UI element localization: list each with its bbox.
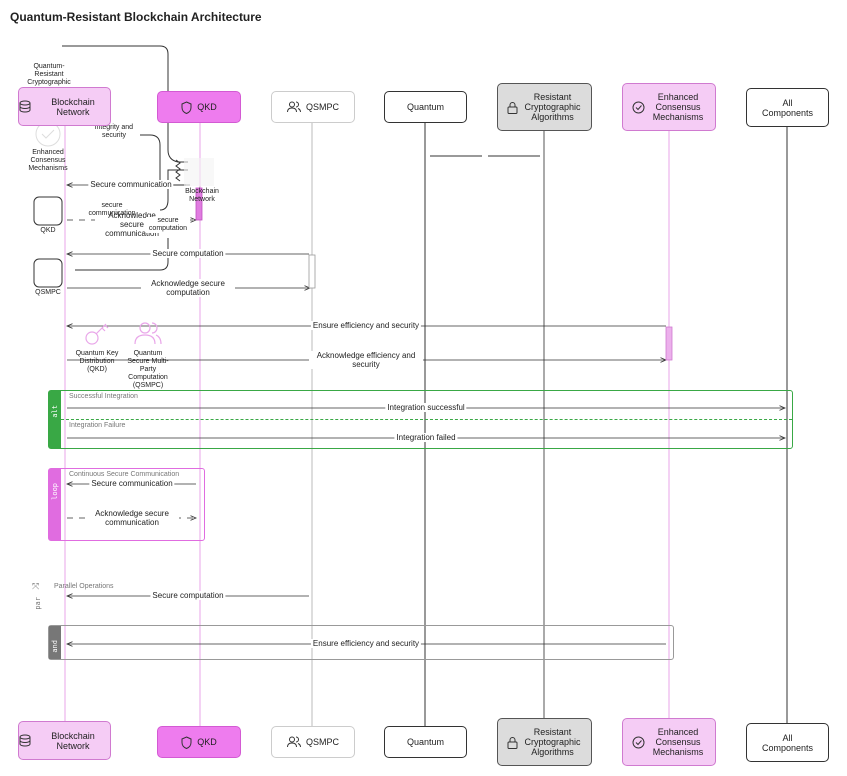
alt-tag: alt: [51, 405, 59, 418]
database-icon: [19, 734, 31, 747]
loop-frame: loop Continuous Secure Communication: [48, 468, 205, 541]
participant-rca-top[interactable]: Resistant Cryptographic Algorithms: [497, 83, 592, 131]
qkd-small-label: QKD: [40, 227, 56, 234]
qkd-square: [33, 196, 63, 226]
users-icon: [286, 736, 301, 748]
alt-success-label: Successful Integration: [69, 393, 138, 400]
qsmpc-small-label: QSMPC: [35, 289, 61, 296]
qsmpc-square: [33, 258, 63, 288]
ecm-small-label: Enhanced Consensus Mechanisms: [28, 149, 68, 172]
participant-quantum-top[interactable]: Quantum: [384, 91, 467, 123]
loop-tag: loop: [51, 483, 59, 500]
message-label: Acknowledge secure communication: [95, 211, 169, 238]
par-icon: ⤧: [32, 581, 40, 591]
alt-divider: [61, 419, 792, 420]
lock-icon: [507, 101, 517, 114]
message-label: Integration failed: [394, 433, 458, 442]
integrity-label: integrity and security: [88, 124, 140, 140]
overlay-path: [159, 169, 188, 211]
qsmpc-full-label: Quantum Secure Multi-Party Computation (…: [127, 350, 169, 389]
check-circle-icon: [632, 736, 645, 748]
message-label: Secure computation: [150, 249, 226, 258]
message-label: Acknowledge secure computation: [141, 279, 235, 297]
participant-qkd-top[interactable]: QKD: [157, 91, 241, 123]
alt-frame: alt Successful Integration Integration F…: [48, 390, 793, 449]
participant-qkd-bottom[interactable]: QKD: [157, 726, 241, 758]
participant-ecm-top[interactable]: Enhanced Consensus Mechanisms: [622, 83, 716, 131]
users-icon: [286, 101, 301, 113]
par-tag: par: [34, 597, 42, 610]
loop-title: Continuous Secure Communication: [69, 471, 180, 478]
message-label: Acknowledge efficiency and security: [309, 351, 423, 369]
lock-icon: [507, 736, 517, 749]
overlay-path: [75, 225, 169, 271]
par-title: Parallel Operations: [54, 583, 114, 590]
message-label: Secure computation: [150, 591, 226, 600]
participant-quantum-bottom[interactable]: Quantum: [384, 726, 467, 758]
diagram-title: Quantum-Resistant Blockchain Architectur…: [10, 10, 262, 24]
overlay-path: [175, 159, 181, 182]
message-label: Secure communication: [89, 479, 175, 488]
database-icon: [19, 100, 31, 113]
message-label: Secure communication: [88, 180, 174, 189]
qrc-label: Quantum-Resistant Cryptographic: [27, 63, 71, 86]
participant-qsmpc-bottom[interactable]: QSMPC: [271, 726, 355, 758]
message-label: Integration successful: [385, 403, 467, 412]
activation-qkd: [195, 187, 203, 221]
overlay-path: [130, 134, 186, 186]
shield-icon: [181, 100, 192, 114]
participant-blockchain-bottom[interactable]: Blockchain Network: [18, 721, 111, 760]
and-frame: and: [48, 625, 674, 660]
shield-icon: [181, 735, 192, 749]
participant-qsmpc-top[interactable]: QSMPC: [271, 91, 355, 123]
secure-comp-small-label: secure computation: [146, 217, 190, 233]
secure-comm-small-label: secure communication: [88, 202, 136, 217]
activation-ecm: [665, 326, 673, 361]
key-icon: [85, 323, 109, 345]
participant-rca-bottom[interactable]: Resistant Cryptographic Algorithms: [497, 718, 592, 766]
participant-blockchain-top[interactable]: Blockchain Network: [18, 87, 111, 126]
and-tag: and: [51, 640, 59, 653]
activation-qsmpc: [308, 254, 316, 289]
alt-failure-label: Integration Failure: [69, 422, 126, 429]
participant-ecm-bottom[interactable]: Enhanced Consensus Mechanisms: [622, 718, 716, 766]
participant-all-bottom[interactable]: All Components: [746, 723, 829, 762]
message-label: Ensure efficiency and security: [310, 321, 422, 330]
check-circle-icon: [632, 101, 645, 113]
qkd-full-label: Quantum Key Distribution (QKD): [75, 350, 119, 373]
blockchain-small-label: Blockchain Network: [185, 188, 219, 203]
message-label: Acknowledge secure communication: [85, 509, 179, 527]
users-icon: [134, 322, 162, 345]
message-label: Ensure efficiency and security: [310, 639, 422, 648]
participant-all-top[interactable]: All Components: [746, 88, 829, 127]
